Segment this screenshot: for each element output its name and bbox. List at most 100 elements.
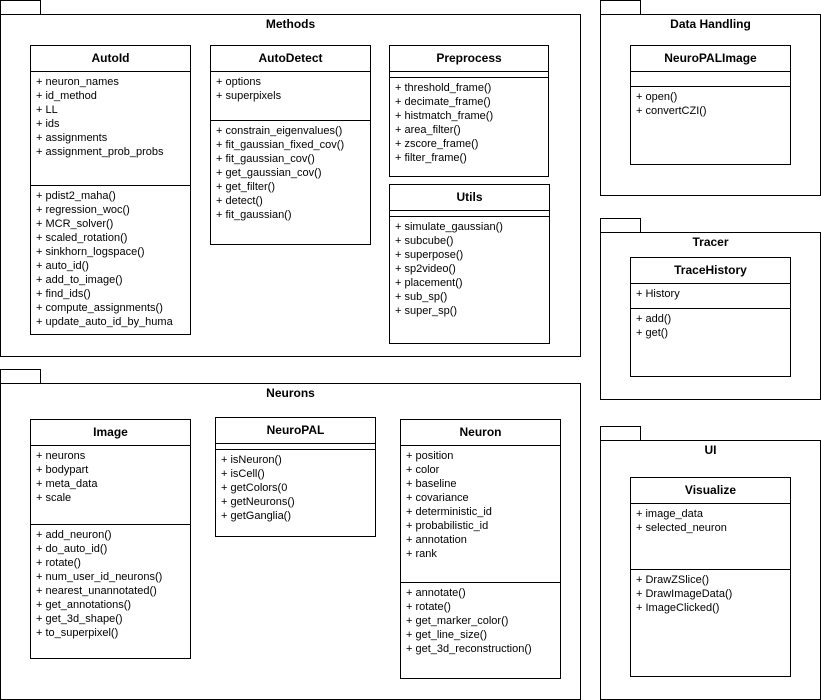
attribute-item: + LL xyxy=(36,104,58,116)
method-item: + get_3d_shape() xyxy=(36,613,123,625)
method-item: + ImageClicked() xyxy=(636,602,720,614)
methods-section: + threshold_frame()+ decimate_frame()+ h… xyxy=(390,78,548,168)
attribute-item: + position xyxy=(406,450,454,462)
class-autodetect[interactable]: AutoDetect + options + superpixels + cons… xyxy=(210,45,371,245)
method-item: + threshold_frame() xyxy=(395,82,492,94)
attributes-section: + image_data + selected_neuron xyxy=(631,504,790,570)
package-title-methods: Methods xyxy=(265,17,316,31)
attribute-item: + options xyxy=(216,76,261,88)
method-item: + isNeuron() xyxy=(221,454,282,466)
method-item: + convertCZI() xyxy=(636,105,707,117)
attribute-item: + rank xyxy=(406,548,437,560)
method-item: + do_auto_id() xyxy=(36,543,108,555)
attributes-section xyxy=(631,72,790,87)
class-name: AutoDetect xyxy=(211,46,370,72)
class-tracehistory[interactable]: TraceHistory + History + add() + get() xyxy=(630,257,791,377)
method-item: + get_line_size() xyxy=(406,629,488,641)
method-item: + open() xyxy=(636,91,678,103)
method-item: + sub_sp() xyxy=(395,291,448,303)
method-item: + subcube() xyxy=(395,235,454,247)
attribute-item: + image_data xyxy=(636,508,703,520)
attribute-item: + covariance xyxy=(406,492,469,504)
method-item: + sp2video() xyxy=(395,263,456,275)
package-tab-tracer xyxy=(600,218,641,233)
class-utils[interactable]: Utils + simulate_gaussian()+ subcube()+ … xyxy=(389,184,550,344)
attribute-item: + color xyxy=(406,464,440,476)
method-item: + auto_id() xyxy=(36,260,89,272)
attribute-item: + meta_data xyxy=(36,478,98,490)
attribute-item: + ids xyxy=(36,118,60,130)
package-tab-ui xyxy=(600,426,641,441)
package-title-tracer: Tracer xyxy=(692,235,729,249)
method-item: + super_sp() xyxy=(395,305,458,317)
class-name: Preprocess xyxy=(390,46,548,72)
methods-section: + add_neuron()+ do_auto_id()+ rotate()+ … xyxy=(31,525,190,643)
attribute-item: + assignment_prob_probs xyxy=(36,146,164,158)
class-name: Neuron xyxy=(401,420,560,446)
method-item: + fit_gaussian_cov() xyxy=(216,153,315,165)
method-item: + to_superpixel() xyxy=(36,627,119,639)
methods-section: + isNeuron() + isCell() + getColors(0 + get… xyxy=(216,450,375,526)
method-item: + nearest_unannotated() xyxy=(36,585,157,597)
package-title-ui: UI xyxy=(704,443,717,457)
method-item: + get() xyxy=(636,327,669,339)
methods-section: + simulate_gaussian() + subcube() + superp… xyxy=(390,217,549,321)
methods-section: + DrawZSlice()+ DrawImageData()+ ImageCl… xyxy=(631,570,790,618)
class-preprocess[interactable]: Preprocess + threshold_frame() + decimate… xyxy=(389,45,549,177)
attributes-section xyxy=(216,444,375,450)
attributes-section: + History xyxy=(631,284,790,309)
attributes-section: + options + superpixels xyxy=(211,72,370,121)
attribute-item: + scale xyxy=(36,492,72,504)
package-tab-methods xyxy=(0,0,41,15)
attribute-item: + annotation xyxy=(406,534,467,546)
class-neuropal[interactable]: NeuroPAL + isNeuron() + isCell() + getColo… xyxy=(215,417,376,537)
method-item: + getGanglia() xyxy=(221,510,292,522)
attribute-item: + neuron_names xyxy=(36,76,119,88)
method-item: + rotate() xyxy=(406,601,451,613)
class-name: NeuroPAL xyxy=(216,418,375,444)
class-name: Utils xyxy=(390,185,549,211)
class-name: Image xyxy=(31,420,190,446)
class-name: Visualize xyxy=(631,478,790,504)
method-item: + getColors(0 xyxy=(221,482,288,494)
method-item: + pdist2_maha() xyxy=(36,190,116,202)
attributes-section: + position + color + baseline + covariance +… xyxy=(401,446,560,583)
method-item: + zscore_frame() xyxy=(395,138,479,150)
method-item: + add() xyxy=(636,313,672,325)
attribute-item: + neurons xyxy=(36,450,86,462)
package-title-neurons: Neurons xyxy=(266,386,315,400)
method-item: + MCR_solver() xyxy=(36,218,114,230)
attributes-section xyxy=(390,72,548,78)
method-item: + isCell() xyxy=(221,468,265,480)
attributes-section: + neurons+ bodypart+ meta_data+ scale xyxy=(31,446,190,525)
method-item: + add_neuron() xyxy=(36,529,112,541)
methods-section: + open() + convertCZI() xyxy=(631,87,790,121)
attribute-item: + probabilistic_id xyxy=(406,520,489,532)
method-item: + filter_frame() xyxy=(395,152,467,164)
attribute-item: + selected_neuron xyxy=(636,522,727,534)
class-neuron[interactable]: Neuron + position + color + baseline + cova… xyxy=(400,419,561,679)
class-visualize[interactable]: Visualize + image_data+ selected_neuron … xyxy=(630,477,791,677)
methods-section: + annotate()+ rotate()+ get_marker_color… xyxy=(401,583,560,659)
attribute-item: + deterministic_id xyxy=(406,506,492,518)
class-autoid[interactable]: AutoId + neuron_names+ id_method+ LL+ id… xyxy=(30,45,191,335)
method-item: + get_gaussian_cov() xyxy=(216,167,322,179)
class-neuropalimage[interactable]: NeuroPALImage + open() + convertCZI() xyxy=(630,45,791,165)
method-item: + fit_gaussian_fixed_cov() xyxy=(216,139,345,151)
attribute-item: + superpixels xyxy=(216,90,282,102)
method-item: + get_filter() xyxy=(216,181,275,193)
class-image[interactable]: Image + neurons+ bodypart+ meta_data+ sc… xyxy=(30,419,191,659)
package-tab-data-handling xyxy=(600,0,641,15)
method-item: + constrain_eigenvalues() xyxy=(216,125,343,137)
methods-section: + pdist2_maha()+ regression_woc()+ MCR_s… xyxy=(31,186,190,332)
method-item: + simulate_gaussian() xyxy=(395,221,503,233)
method-item: + decimate_frame() xyxy=(395,96,491,108)
method-item: + get_marker_color() xyxy=(406,615,509,627)
attribute-item: + baseline xyxy=(406,478,457,490)
method-item: + get_3d_reconstruction() xyxy=(406,643,532,655)
method-item: + scaled_rotation() xyxy=(36,232,128,244)
class-name: TraceHistory xyxy=(631,258,790,284)
method-item: + get_annotations() xyxy=(36,599,132,611)
method-item: + superpose() xyxy=(395,249,464,261)
class-name: NeuroPALImage xyxy=(631,46,790,72)
